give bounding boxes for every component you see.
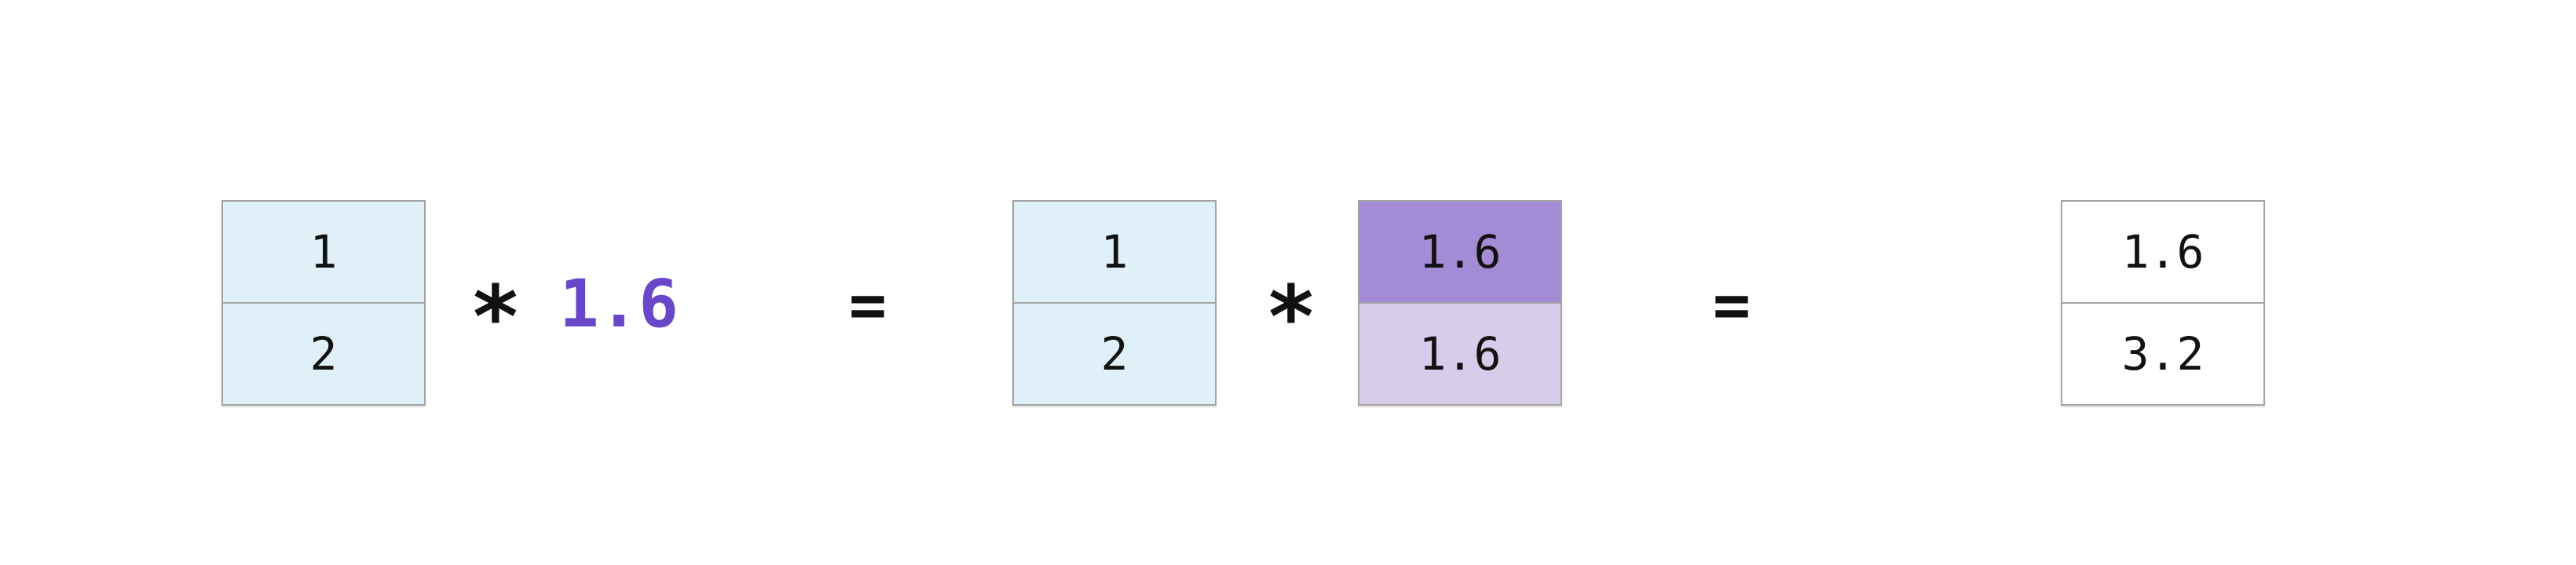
vector-cell: 1 <box>1014 202 1215 302</box>
result-cell: 1.6 <box>2062 202 2263 302</box>
scalar-value: 1.6 <box>559 265 679 342</box>
broadcast-vector-table: 1.6 1.6 <box>1358 200 1562 406</box>
vector-cell: 1 <box>223 202 424 302</box>
result-cell: 3.2 <box>2062 302 2263 404</box>
input-vector-table-repeat: 1 2 <box>1012 200 1217 406</box>
multiply-operator: * <box>469 267 522 367</box>
broadcast-cell-bottom: 1.6 <box>1359 302 1561 404</box>
vector-cell: 2 <box>223 302 424 404</box>
broadcast-cell-top: 1.6 <box>1359 202 1561 302</box>
equals-operator: = <box>1712 268 1751 341</box>
vector-cell: 2 <box>1014 302 1215 404</box>
input-vector-table: 1 2 <box>221 200 426 406</box>
result-vector-table: 1.6 3.2 <box>2061 200 2265 406</box>
equals-operator: = <box>848 268 887 341</box>
multiply-operator: * <box>1264 267 1318 367</box>
